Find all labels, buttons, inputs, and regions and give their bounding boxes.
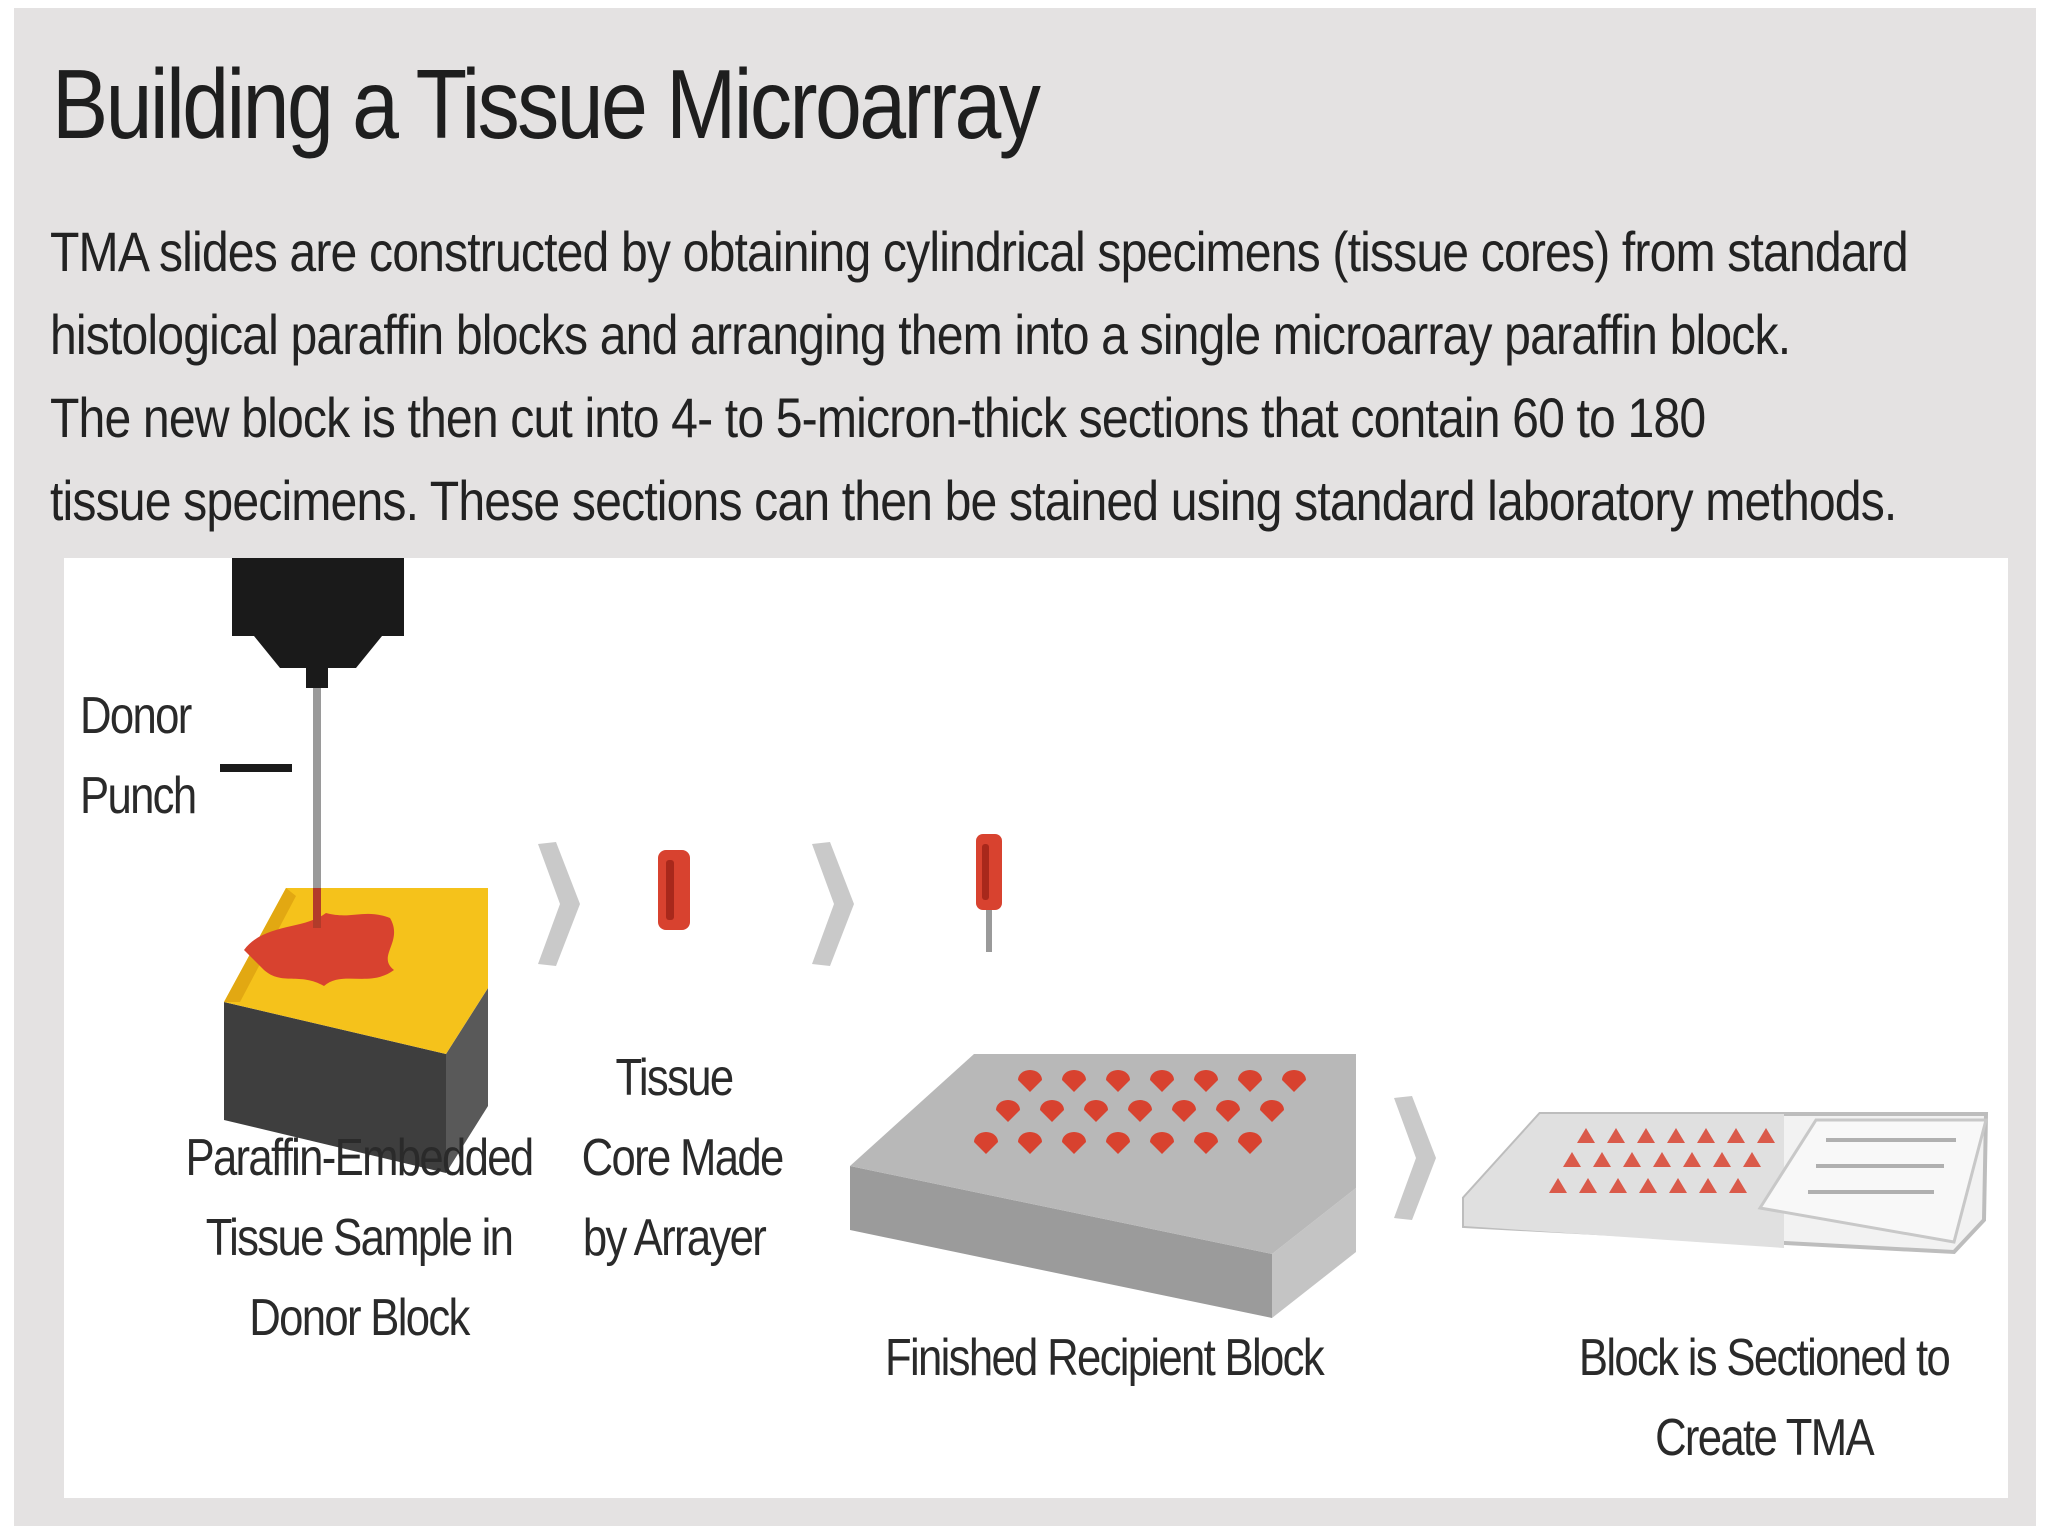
- description-line: The new block is then cut into 4- to 5-m…: [50, 386, 1706, 449]
- donor-block-icon: [224, 888, 488, 1173]
- slide-core-dot: [1637, 1128, 1655, 1143]
- donor-punch-label: Donor Punch: [80, 687, 197, 825]
- tissue-core-dot: [1084, 1100, 1108, 1122]
- figure-frame: Building a Tissue Microarray TMA slides …: [14, 8, 2036, 1526]
- tissue-core-dot: [1172, 1100, 1196, 1122]
- tissue-core-dot: [1128, 1100, 1152, 1122]
- slide-core-dot: [1667, 1128, 1685, 1143]
- slide-core-dot: [1757, 1128, 1775, 1143]
- tissue-core-dot: [1106, 1070, 1130, 1092]
- slide-core-dot: [1669, 1178, 1687, 1193]
- slide-core-dot: [1729, 1178, 1747, 1193]
- tissue-core-dot: [1062, 1070, 1086, 1092]
- slide-core-dot: [1609, 1178, 1627, 1193]
- tissue-core-dot: [1018, 1132, 1042, 1154]
- diagram-panel: Donor Punch Paraffin-Embedded Tissue Sam…: [64, 558, 2008, 1498]
- description-line: histological paraffin blocks and arrangi…: [50, 303, 1791, 366]
- tissue-core-dot: [1238, 1132, 1262, 1154]
- description-line: tissue specimens. These sections can the…: [50, 469, 1897, 532]
- tissue-core-label: Tissue Core Made by Arrayer: [581, 1049, 785, 1267]
- slide-core-dot: [1563, 1152, 1581, 1167]
- sectioned-label: Block is Sectioned to Create TMA: [1578, 1329, 1951, 1467]
- donor-punch-pointer: [220, 764, 292, 772]
- tissue-core-dot: [1282, 1070, 1306, 1092]
- recipient-block-icon: [850, 834, 1356, 1318]
- slide-core-dot: [1683, 1152, 1701, 1167]
- tissue-core-dot: [974, 1132, 998, 1154]
- diagram-svg: [220, 558, 1989, 1318]
- slide-core-dot: [1653, 1152, 1671, 1167]
- slide-core-dot: [1623, 1152, 1641, 1167]
- tissue-core-dot: [1106, 1132, 1130, 1154]
- tissue-core-dot: [1040, 1100, 1064, 1122]
- tissue-core-dot: [1150, 1070, 1174, 1092]
- tissue-core-dot: [1260, 1100, 1284, 1122]
- tissue-core-dot: [996, 1100, 1020, 1122]
- slide-core-dot: [1593, 1152, 1611, 1167]
- tissue-core-dot: [1194, 1132, 1218, 1154]
- slide-core-dot: [1577, 1128, 1595, 1143]
- tissue-core-dot: [1194, 1070, 1218, 1092]
- slide-core-dot: [1579, 1178, 1597, 1193]
- donor-block-label: Paraffin-Embedded Tissue Sample in Donor…: [185, 1129, 534, 1347]
- tissue-core-dot: [1062, 1132, 1086, 1154]
- slide-core-dot: [1639, 1178, 1657, 1193]
- slide-core-dot: [1713, 1152, 1731, 1167]
- recipient-block-label: Finished Recipient Block: [885, 1329, 1325, 1387]
- tissue-core-dot: [1238, 1070, 1262, 1092]
- donor-punch-icon: [232, 558, 404, 900]
- slide-core-dot: [1727, 1128, 1745, 1143]
- tma-slide-icon: [1462, 1112, 1989, 1255]
- arrow-2-icon: [812, 842, 854, 966]
- figure-description: TMA slides are constructed by obtaining …: [50, 210, 2019, 542]
- description-line: TMA slides are constructed by obtaining …: [50, 220, 1909, 283]
- slide-core-dot: [1549, 1178, 1567, 1193]
- arrow-3-icon: [1394, 1096, 1436, 1220]
- arrow-1-icon: [538, 842, 580, 966]
- tissue-core-icon: [658, 850, 690, 930]
- slide-core-dot: [1607, 1128, 1625, 1143]
- tissue-core-dot: [1216, 1100, 1240, 1122]
- tissue-core-dot: [1018, 1070, 1042, 1092]
- figure-title: Building a Tissue Microarray: [52, 49, 1041, 159]
- slide-core-dot: [1699, 1178, 1717, 1193]
- slide-core-dot: [1743, 1152, 1761, 1167]
- slide-core-dot: [1697, 1128, 1715, 1143]
- tissue-core-dot: [1150, 1132, 1174, 1154]
